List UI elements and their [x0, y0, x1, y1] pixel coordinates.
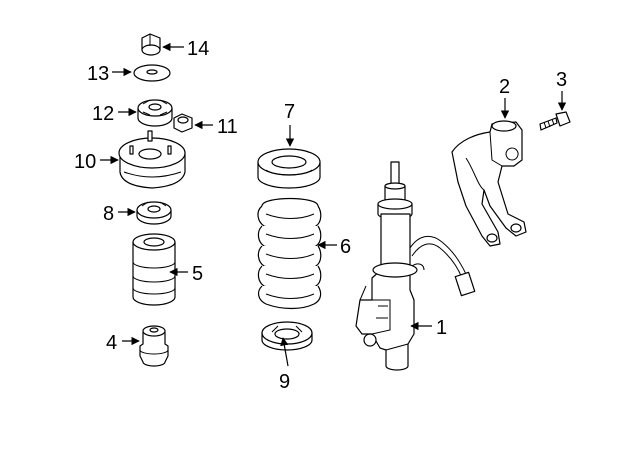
part-3-bolt [539, 111, 571, 131]
part-14-nut [141, 33, 161, 56]
part-5-dust-boot [132, 233, 176, 306]
callout-2: 2 [499, 76, 510, 98]
callout-8: 8 [103, 203, 114, 225]
part-10-upper-mount [118, 130, 186, 189]
callout-12: 12 [92, 103, 114, 125]
part-7-upper-spring-seat [257, 148, 321, 189]
callout-4: 4 [106, 332, 117, 354]
leader-9 [280, 337, 289, 367]
part-4-bump-stop [139, 325, 169, 367]
callout-1: 1 [436, 317, 447, 339]
part-8-bushing [136, 201, 172, 225]
leader-lines [100, 42, 567, 367]
part-11-nut [173, 113, 193, 133]
callout-6: 6 [340, 236, 351, 258]
part-12-bushing [137, 99, 173, 127]
callout-9: 9 [279, 371, 290, 393]
callout-3: 3 [556, 69, 567, 91]
callout-11: 11 [217, 116, 238, 138]
part-2-bracket [451, 120, 527, 247]
part-9-lower-spring-seat [261, 321, 313, 351]
callout-13: 13 [87, 63, 109, 85]
part-1-strut-assembly [355, 161, 476, 371]
callout-14: 14 [187, 38, 209, 60]
callout-5: 5 [192, 263, 203, 285]
part-6-coil-spring [257, 197, 322, 310]
callout-numbers: 14 13 12 11 10 8 5 4 7 6 9 1 2 3 [74, 38, 567, 393]
part-13-washer [133, 64, 171, 82]
callout-7: 7 [284, 101, 295, 123]
callout-10: 10 [74, 151, 96, 173]
